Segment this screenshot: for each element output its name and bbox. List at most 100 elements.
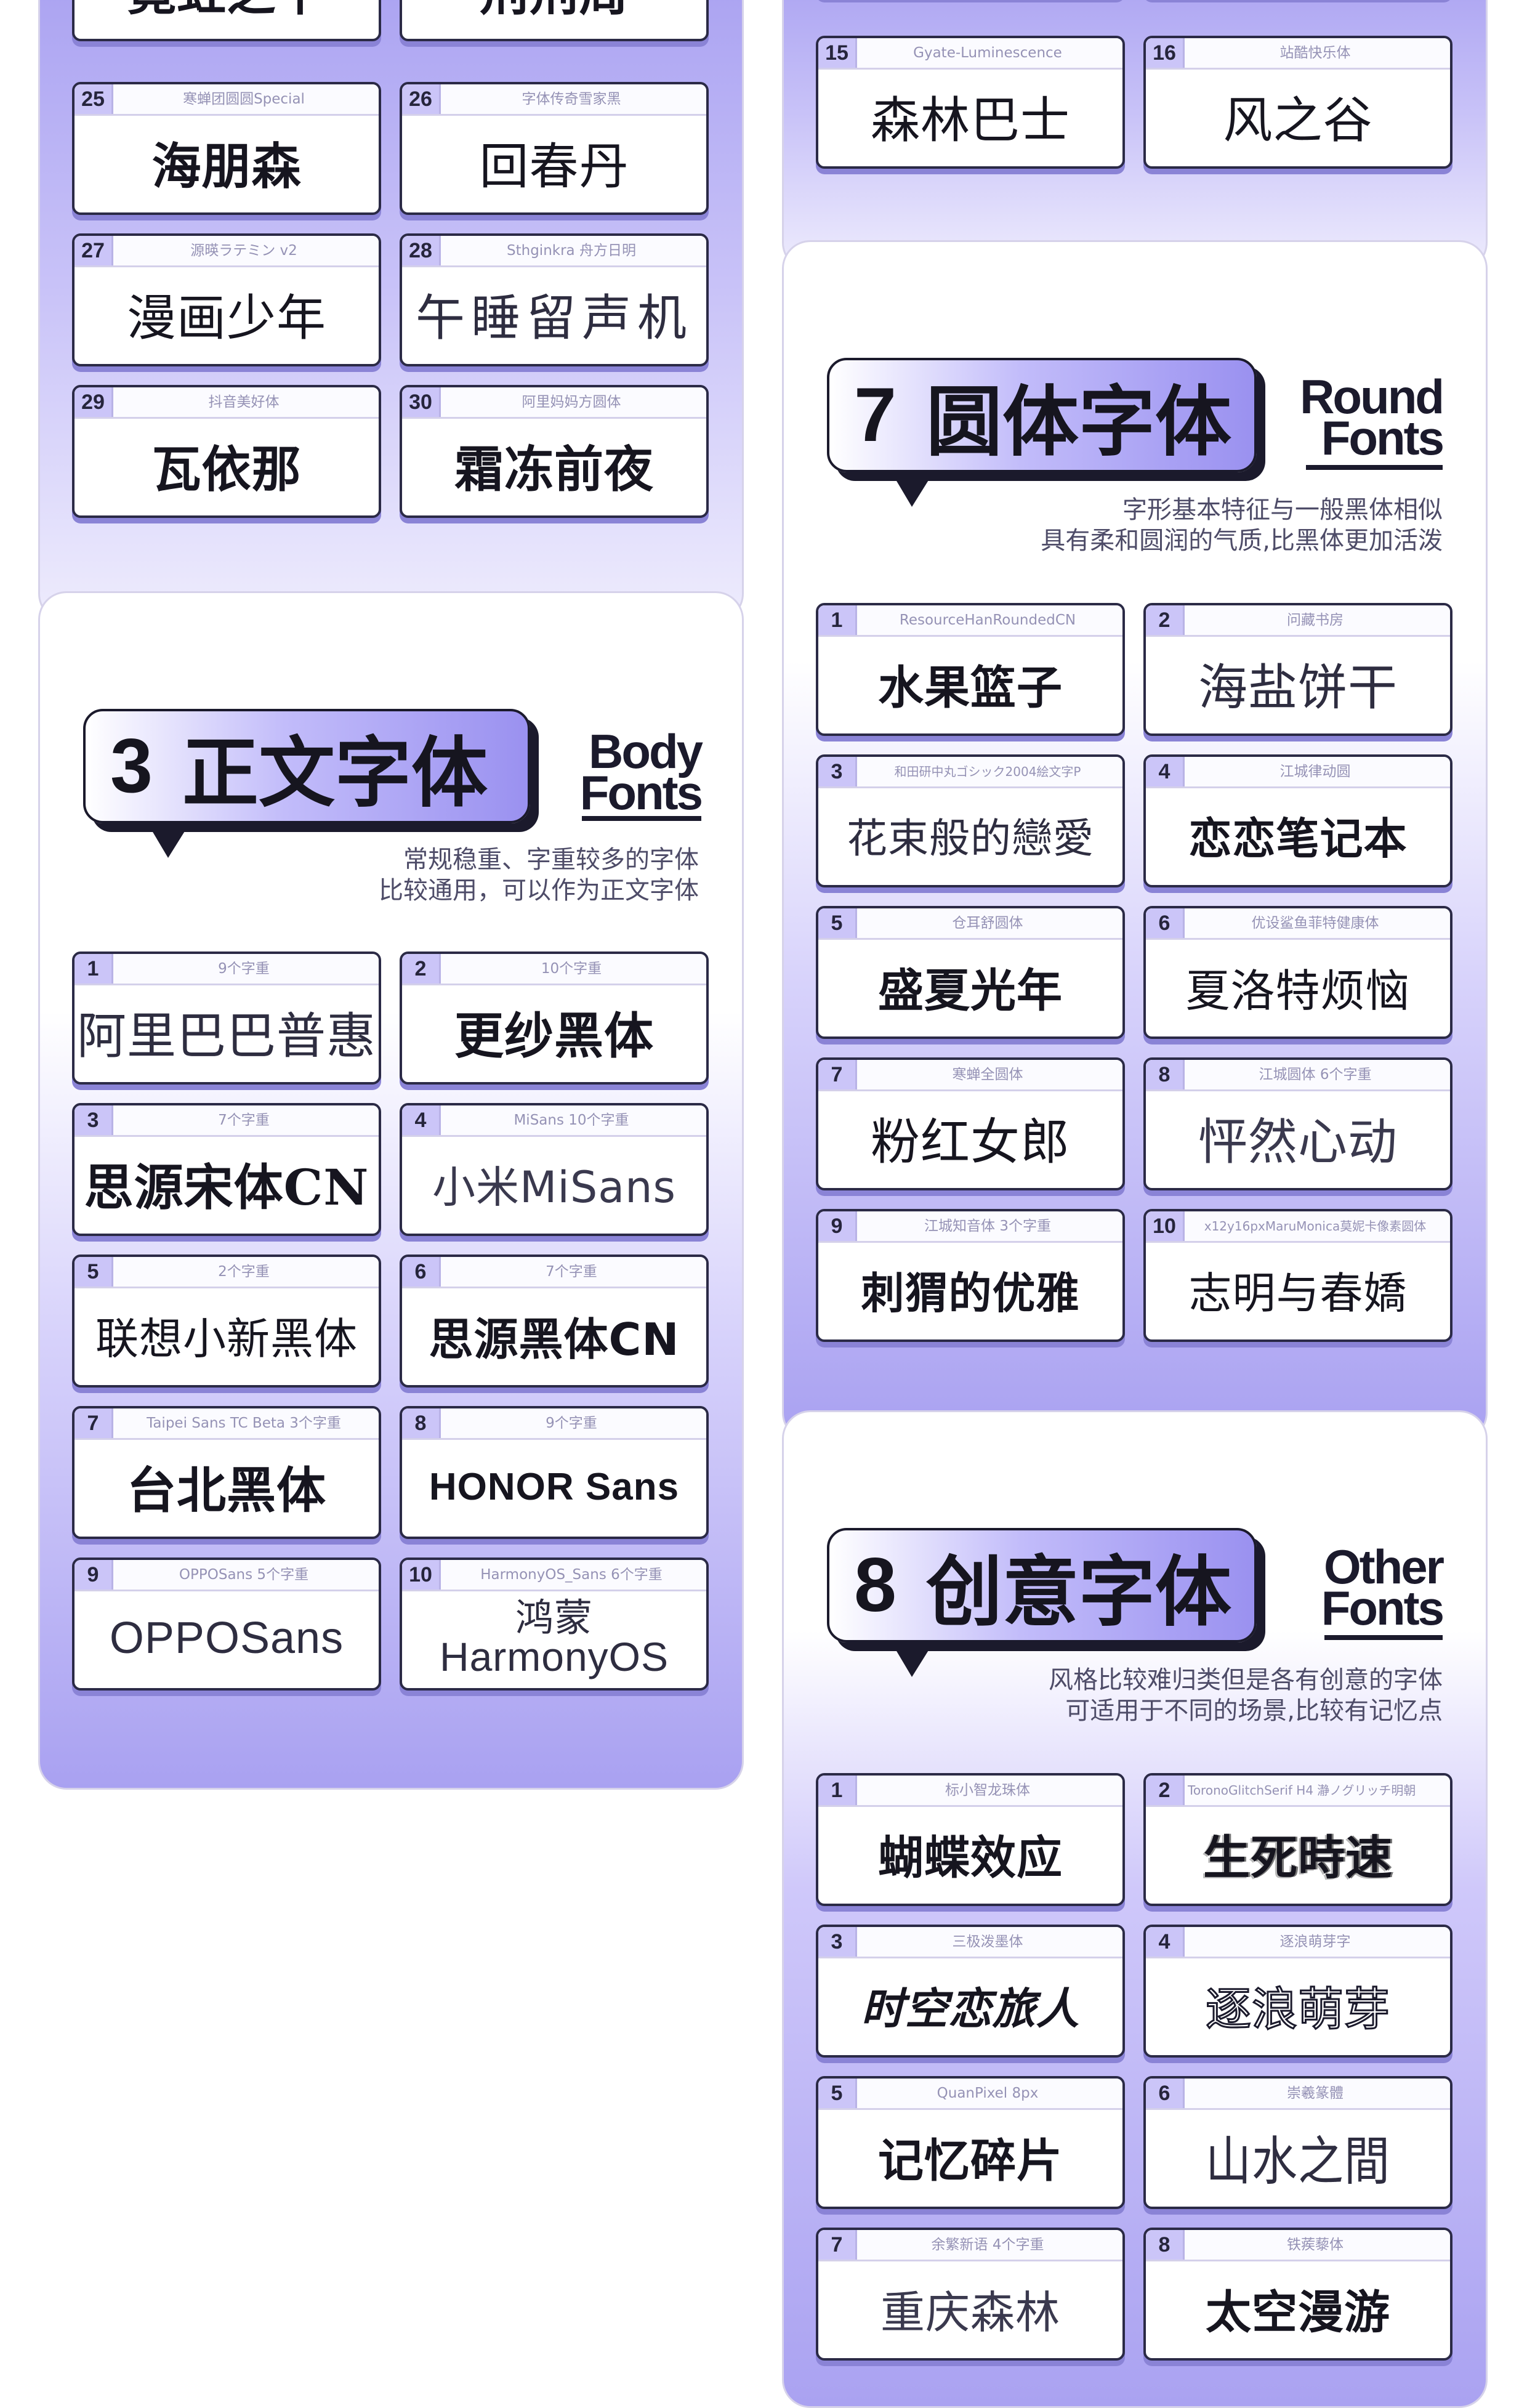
font-name: 台北黑体	[127, 1462, 326, 1519]
font-card[interactable]: 8 9个字重 HONOR Sans	[400, 1406, 709, 1539]
card-subtitle: 逐浪萌芽字	[1279, 1934, 1351, 1950]
card-subtitle: 三极泼墨体	[952, 1934, 1023, 1950]
section-description: 常规稳重、字重较多的字体 比较通用，可以作为正文字体	[379, 846, 699, 905]
card-number: 5	[818, 908, 857, 938]
font-card[interactable]: 26 字体传奇雪家黑 回春丹	[400, 82, 709, 215]
card-number: 25	[75, 84, 113, 114]
section-2-panel: 霓虹之下 荆荆周 25 寒蝉团圆圆Special 海朋森 26 字体传奇雪家黑 …	[38, 0, 744, 622]
card-number: 9	[818, 1211, 857, 1241]
section-7-panel: 7 圆体字体 Round Fonts 字形基本特征与一般黑体相似 具有柔和圆润的…	[782, 240, 1488, 1441]
font-card[interactable]: 29 抖音美好体 瓦依那	[72, 385, 381, 518]
card-subtitle: 7个字重	[546, 1264, 597, 1280]
font-card[interactable]: 6 优设鲨鱼菲特健康体 夏洛特烦恼	[1143, 906, 1452, 1039]
font-card[interactable]: 4 逐浪萌芽字 逐浪萌芽	[1143, 1925, 1452, 2058]
font-card[interactable]: 4 MiSans 10个字重 小米MiSans	[400, 1103, 709, 1236]
font-name: 森林巴士	[871, 92, 1070, 149]
font-card[interactable]: 7 余繁新语 4个字重 重庆森林	[816, 2228, 1125, 2361]
card-subtitle: 余繁新语 4个字重	[931, 2237, 1044, 2253]
font-card[interactable]: 25 寒蝉团圆圆Special 海朋森	[72, 82, 381, 215]
card-number: 10	[402, 1560, 441, 1590]
font-name: 重庆森林	[880, 2286, 1060, 2338]
card-subtitle: 字体传奇雪家黑	[522, 91, 621, 107]
font-card[interactable]: 8 江城圆体 6个字重 怦然心动	[1143, 1057, 1452, 1190]
card-number: 3	[75, 1105, 113, 1135]
font-card[interactable]: 28 Sthginkra 舟方日明 午睡留声机	[400, 233, 709, 366]
card-number: 6	[1146, 2079, 1185, 2108]
font-card[interactable]: 8 铁蒺藜体 太空漫游	[1143, 2228, 1452, 2361]
font-card[interactable]: 7 Taipei Sans TC Beta 3个字重 台北黑体	[72, 1406, 381, 1539]
title-underline	[1306, 465, 1443, 470]
font-card[interactable]: 5 2个字重 联想小新黑体	[72, 1255, 381, 1388]
card-subtitle: ResourceHanRoundedCN	[899, 612, 1076, 628]
font-card[interactable]: 2 10个字重 更纱黑体	[400, 951, 709, 1085]
section-description: 风格比较难归类但是各有创意的字体 可适用于不同的场景,比较有记忆点	[1049, 1666, 1443, 1725]
font-name: 思源黑体CN	[429, 1313, 680, 1365]
card-number: 8	[1146, 2230, 1185, 2260]
font-name: 更纱黑体	[454, 1008, 654, 1065]
font-name: 午睡留声机	[416, 289, 693, 347]
font-card[interactable]: 3 7个字重 思源宋体CN	[72, 1103, 381, 1236]
font-card[interactable]: 1 标小智龙珠体 蝴蝶效应	[816, 1773, 1125, 1906]
font-card[interactable]: 10 HarmonyOS_Sans 6个字重 鸿蒙 HarmonyOS	[400, 1558, 709, 1691]
font-name: 回春丹	[479, 138, 629, 195]
card-subtitle: 站酷快乐体	[1279, 45, 1351, 61]
font-card[interactable]: 30 阿里妈妈方圆体 霜冻前夜	[400, 385, 709, 518]
card-subtitle: 寒蝉全圆体	[952, 1067, 1023, 1083]
font-name: 霜冻前夜	[454, 441, 654, 498]
card-subtitle: 江城知音体 3个字重	[924, 1218, 1051, 1234]
font-card[interactable]: 4 江城律动圆 恋恋笔记本	[1143, 754, 1452, 887]
font-card[interactable]: 9 OPPOSans 5个字重 OPPOSans	[72, 1558, 381, 1691]
font-card[interactable]: 7 寒蝉全圆体 粉红女郎	[816, 1057, 1125, 1190]
card-subtitle: 问藏书房	[1287, 612, 1344, 628]
card-subtitle: MiSans 10个字重	[514, 1112, 629, 1128]
font-name: 夏洛特烦恼	[1185, 964, 1411, 1017]
font-card[interactable]: 2 问藏书房 海盐饼干	[1143, 603, 1452, 736]
font-name: 山水之間	[1206, 2131, 1390, 2192]
card-number: 8	[1146, 1060, 1185, 1089]
font-card[interactable]: 10 x12y16pxMaruMonica莫妮卡像素圆体 志明与春嬌	[1143, 1209, 1452, 1342]
font-card[interactable]: 霓虹之下	[72, 0, 381, 41]
card-subtitle: Taipei Sans TC Beta 3个字重	[147, 1415, 341, 1431]
font-card[interactable]: 6 崇羲篆體 山水之間	[1143, 2076, 1452, 2209]
font-card[interactable]: 1 9个字重 阿里巴巴普惠	[72, 951, 381, 1085]
card-subtitle: 寒蝉团圆圆Special	[183, 91, 305, 107]
font-card[interactable]: 3 三极泼墨体 时空恋旅人	[816, 1925, 1125, 2058]
font-card[interactable]: 16 站酷快乐体 风之谷	[1143, 36, 1452, 169]
section-en-title: Body Fonts	[579, 724, 703, 820]
font-name: 思源宋体CN	[84, 1158, 369, 1216]
font-name: 时空恋旅人	[861, 1982, 1080, 2034]
card-number: 16	[1146, 38, 1185, 68]
font-name: 刺猬的优雅	[861, 1267, 1080, 1319]
font-card[interactable]: 6 7个字重 思源黑体CN	[400, 1255, 709, 1388]
font-card[interactable]: 27 源暎ラテミン v2 漫画少年	[72, 233, 381, 366]
card-number: 3	[818, 1927, 857, 1957]
font-card[interactable]: 5 仓耳舒圆体 盛夏光年	[816, 906, 1125, 1039]
font-card[interactable]: 荆荆周	[400, 0, 709, 41]
font-name: 鸿蒙 HarmonyOS	[439, 1595, 669, 1680]
section-6-panel: 15 Gyate-Luminescence 森林巴士 16 站酷快乐体 风之谷	[782, 0, 1488, 271]
card-subtitle: 优设鲨鱼菲特健康体	[1251, 915, 1379, 931]
card-number: 6	[1146, 908, 1185, 938]
card-number: 3	[818, 757, 857, 786]
card-subtitle: 铁蒺藜体	[1287, 2237, 1344, 2253]
font-name: 生死時速	[1203, 1830, 1393, 1885]
font-card[interactable]: 15 Gyate-Luminescence 森林巴士	[816, 36, 1125, 169]
card-number: 2	[402, 954, 441, 984]
section-number: 7	[854, 373, 896, 458]
font-card[interactable]: 5 QuanPixel 8px 记忆碎片	[816, 2076, 1125, 2209]
card-number: 27	[75, 236, 113, 265]
font-name: 联想小新黑体	[95, 1313, 358, 1364]
font-card[interactable]: 2 ToronoGlitchSerif H4 瀞ノグリッチ明朝 生死時速	[1143, 1773, 1452, 1906]
font-card[interactable]: 9 江城知音体 3个字重 刺猬的优雅	[816, 1209, 1125, 1342]
card-number: 2	[1146, 1776, 1185, 1805]
font-card[interactable]: 1 ResourceHanRoundedCN 水果篮子	[816, 603, 1125, 736]
card-subtitle: 9个字重	[546, 1415, 597, 1431]
card-number: 5	[818, 2079, 857, 2108]
card-subtitle: 抖音美好体	[208, 394, 280, 410]
font-name: 瓦依那	[151, 441, 302, 498]
title-underline	[1324, 1635, 1443, 1640]
font-card[interactable]: 3 和田研中丸ゴシック2004絵文字P 花束般的戀愛	[816, 754, 1125, 887]
card-number: 4	[402, 1105, 441, 1135]
font-name: 小米MiSans	[432, 1162, 676, 1213]
card-number: 26	[402, 84, 441, 114]
